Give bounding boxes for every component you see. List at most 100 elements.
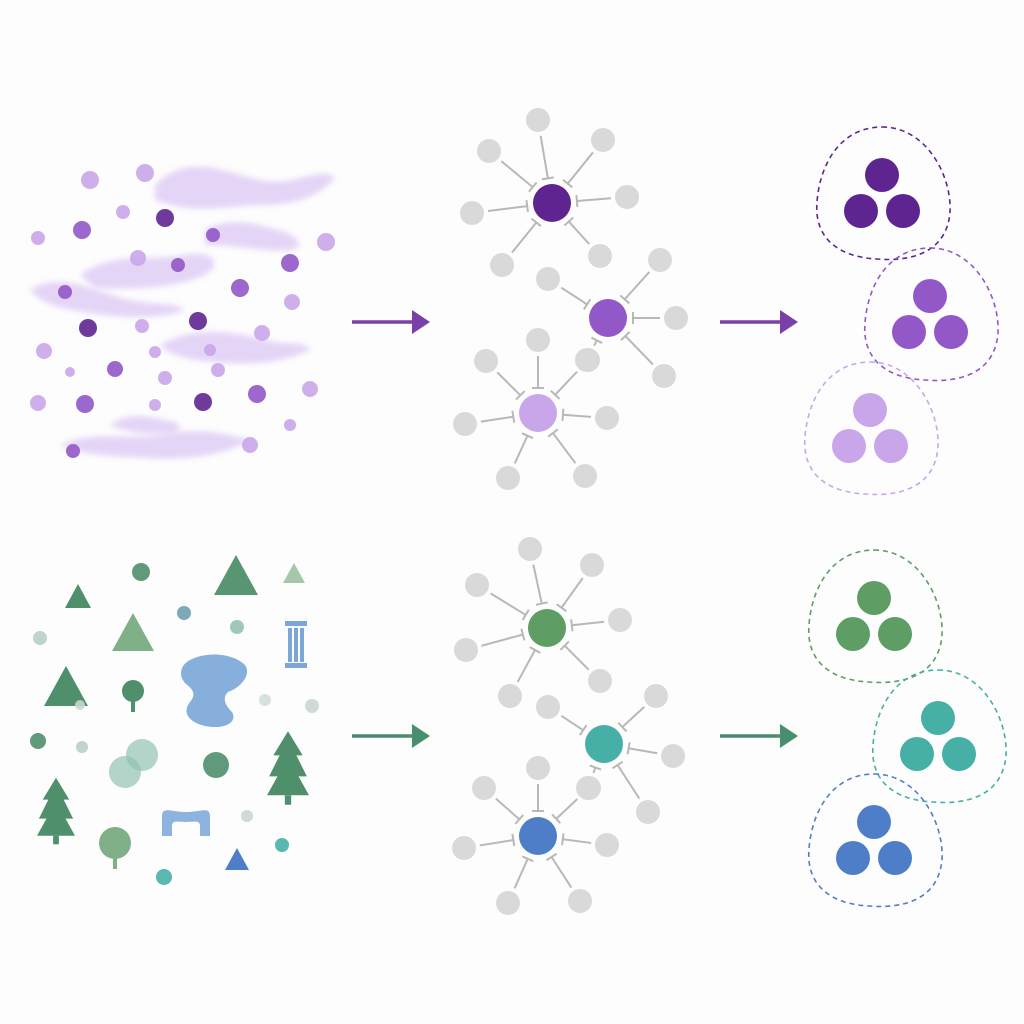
purple-particle xyxy=(156,209,174,227)
inhibit-connector xyxy=(571,620,605,627)
inhibit-bar xyxy=(582,298,592,310)
green-particle xyxy=(33,631,47,645)
satellite-node xyxy=(568,889,592,913)
inhibit-bar xyxy=(620,331,631,341)
inhibit-connector xyxy=(539,135,549,179)
tree-trunk xyxy=(131,700,135,712)
inhibit-bar xyxy=(626,742,631,755)
green-particle xyxy=(241,810,253,822)
blue-cluster xyxy=(808,773,943,908)
right-arrow-icon xyxy=(720,724,798,748)
inhibit-connector xyxy=(616,764,641,800)
purple-particle xyxy=(58,285,72,299)
purple-particle xyxy=(281,254,299,272)
cluster-boundary xyxy=(808,773,943,908)
satellite-node xyxy=(496,466,520,490)
satellite-node xyxy=(595,406,619,430)
arrow-head xyxy=(780,310,798,334)
inhibit-bar xyxy=(515,390,526,401)
column-cap xyxy=(285,621,307,626)
purple-particle xyxy=(66,444,80,458)
satellite-node xyxy=(526,108,550,132)
purple-hub-network xyxy=(453,108,688,490)
inhibit-bar xyxy=(559,640,570,651)
column-shaft xyxy=(288,628,292,662)
inhibit-connector xyxy=(532,564,543,604)
hub-node xyxy=(533,184,571,222)
inhibit-connector xyxy=(513,435,529,464)
inhibit-connector xyxy=(576,197,612,203)
purple-particle xyxy=(204,344,216,356)
satellite-node xyxy=(490,253,514,277)
inhibit-bar xyxy=(511,833,516,847)
purple-particle xyxy=(76,395,94,413)
purple-particle xyxy=(194,393,212,411)
satellite-node xyxy=(498,684,522,708)
inhibit-connector xyxy=(562,413,592,418)
cluster-boundary xyxy=(804,361,939,496)
purple-wisp xyxy=(110,416,180,434)
blue-hub xyxy=(452,756,619,915)
satellite-node xyxy=(591,128,615,152)
inhibit-bar xyxy=(619,294,630,305)
satellite-node xyxy=(474,349,498,373)
teal-hub xyxy=(536,684,685,824)
teal-cluster xyxy=(872,669,1007,804)
hub-node xyxy=(519,817,557,855)
tree-crown xyxy=(37,777,75,836)
cluster-member xyxy=(857,805,891,839)
satellite-node xyxy=(452,836,476,860)
inhibit-connector xyxy=(511,221,538,254)
cluster-member xyxy=(900,737,934,771)
cluster-member xyxy=(844,194,878,228)
tree-trunk xyxy=(284,795,292,805)
purple-particle xyxy=(130,250,146,266)
inhibit-bar xyxy=(525,200,529,213)
triangle-icon xyxy=(283,563,305,583)
inhibit-bar xyxy=(535,601,548,606)
satellite-node xyxy=(595,833,619,857)
purple-particle xyxy=(211,363,225,377)
purple-particle xyxy=(284,419,296,431)
cluster-member xyxy=(857,581,891,615)
satellite-node xyxy=(588,669,612,693)
cluster-member xyxy=(853,393,887,427)
purple-wisp xyxy=(60,431,250,459)
purple-cluster-dark xyxy=(816,126,951,261)
arch-icon xyxy=(162,810,210,836)
translucent-circle xyxy=(109,756,141,788)
right-arrow-icon xyxy=(352,724,430,748)
purple-particle xyxy=(302,381,318,397)
purple-hub-mid xyxy=(536,248,688,388)
cluster-member xyxy=(921,701,955,735)
green-row-arrows xyxy=(352,724,798,748)
tree-crown xyxy=(99,827,131,859)
purple-wisp xyxy=(160,331,310,364)
inhibit-connector xyxy=(560,286,588,306)
satellite-node xyxy=(453,412,477,436)
purple-particle xyxy=(149,399,161,411)
cluster-boundary xyxy=(872,669,1007,804)
inhibit-bar xyxy=(561,833,565,846)
inhibit-bar xyxy=(561,408,565,421)
cluster-member xyxy=(942,737,976,771)
green-particle xyxy=(259,694,271,706)
cluster-member xyxy=(892,315,926,349)
inhibit-connector xyxy=(621,706,645,728)
purple-wisp xyxy=(80,253,215,289)
inhibit-bar xyxy=(612,760,624,770)
cluster-member xyxy=(913,279,947,313)
hub-node xyxy=(528,609,566,647)
green-particle xyxy=(75,700,85,710)
inhibit-connector xyxy=(623,271,651,301)
hub-node xyxy=(589,299,627,337)
right-arrow-icon xyxy=(352,310,430,334)
tree-crown xyxy=(267,731,309,796)
right-arrow-icon xyxy=(720,310,798,334)
purple-particle xyxy=(81,171,99,189)
green-hub-network xyxy=(452,537,685,915)
green-clusters xyxy=(808,549,1007,908)
satellite-node xyxy=(664,306,688,330)
